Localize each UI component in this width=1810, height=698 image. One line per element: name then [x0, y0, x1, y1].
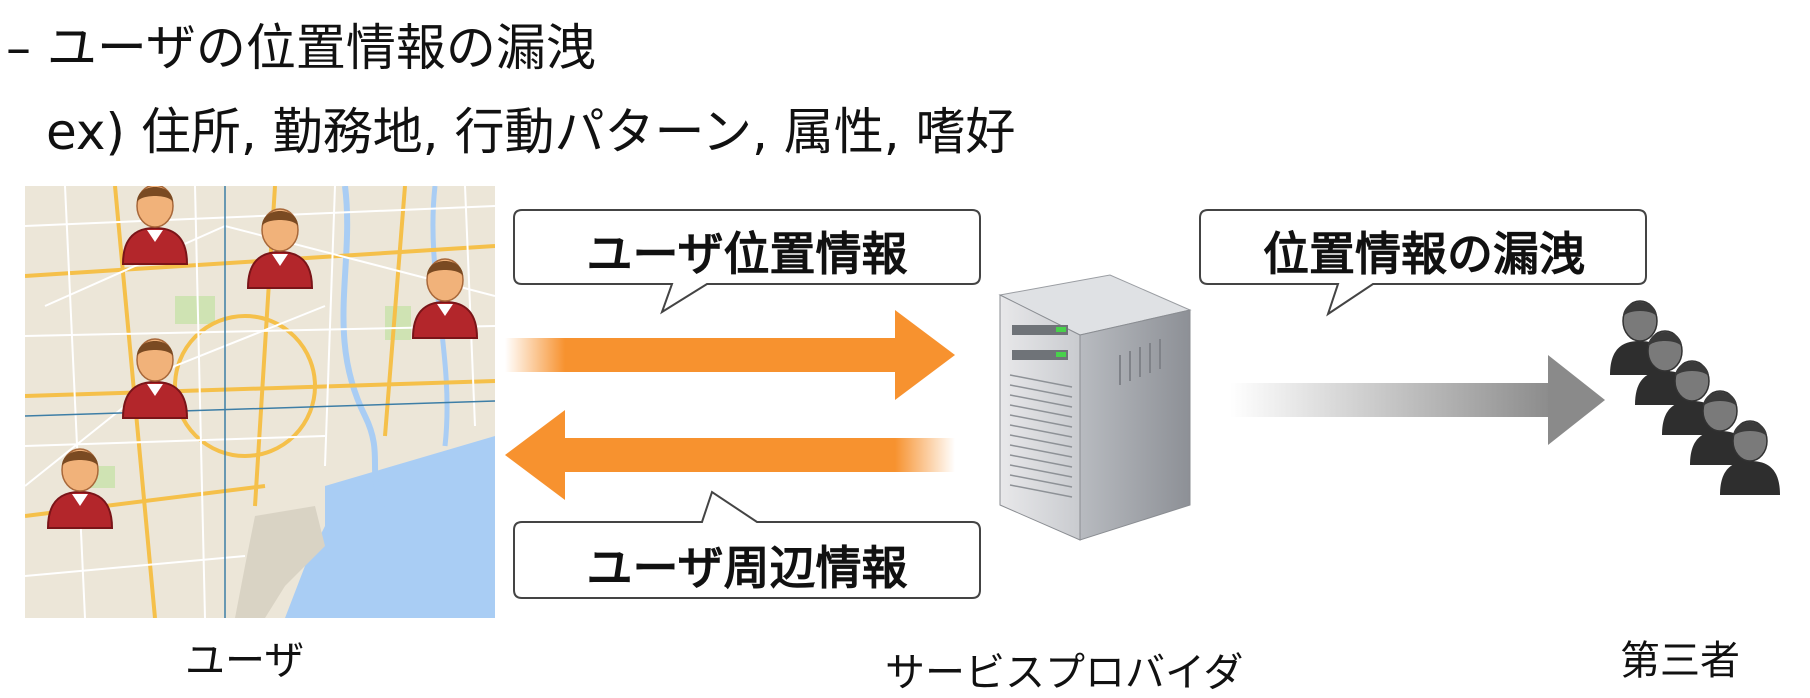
users-layer — [47, 186, 478, 529]
user-icon — [47, 448, 113, 529]
right-arrow-icon — [505, 310, 955, 400]
callout-user-location — [513, 209, 981, 315]
user-icon — [412, 258, 478, 339]
gray-arrow-icon — [1230, 355, 1605, 445]
caption-user: ユーザ — [185, 638, 305, 684]
user-icon — [122, 338, 188, 419]
callout-surrounding-info — [513, 490, 981, 599]
server-icon — [998, 274, 1192, 541]
caption-provider: サービスプロバイダ — [885, 650, 1244, 696]
user-icon — [122, 186, 188, 265]
callout-user-location-text: ユーザ位置情報 — [586, 227, 908, 281]
caption-third-party: 第三者 — [1620, 638, 1740, 684]
user-icon — [247, 208, 313, 289]
callout-leak-text: 位置情報の漏洩 — [1263, 227, 1585, 281]
arrows-layer — [505, 310, 955, 500]
slide-subheading: ex) 住所, 勤務地, 行動パターン, 属性, 嗜好 — [46, 103, 1016, 161]
callout-leak — [1199, 209, 1647, 317]
left-arrow-icon — [505, 410, 955, 500]
callout-surrounding-info-text: ユーザ周辺情報 — [586, 541, 908, 595]
slide-heading: – ユーザの位置情報の漏洩 — [6, 19, 596, 77]
people-group-icon — [1609, 300, 1781, 496]
